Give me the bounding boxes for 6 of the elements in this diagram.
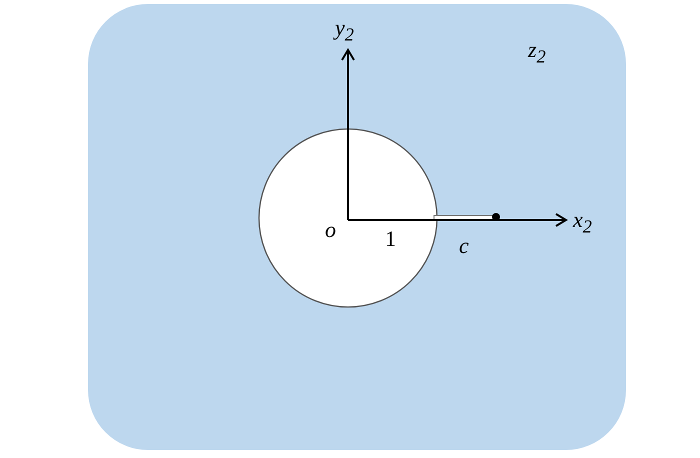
axis-label: y$_{2}$	[335, 16, 354, 46]
point-label: c	[459, 234, 469, 258]
axis-label: x$_{2}$	[573, 208, 592, 238]
origin-label: o	[325, 218, 336, 242]
region-label: z$_{2}$	[528, 38, 546, 68]
radius-label: 1	[385, 227, 396, 251]
